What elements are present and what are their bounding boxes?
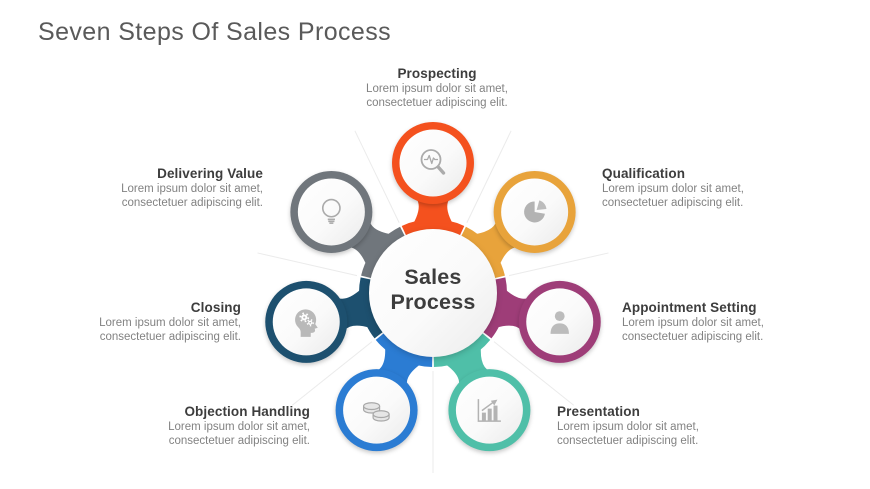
step-description: Lorem ipsum dolor sit amet, consectetuer… <box>168 421 310 447</box>
satellite-face <box>297 178 365 246</box>
step-description: Lorem ipsum dolor sit amet, consectetuer… <box>99 317 241 343</box>
step-title: Closing <box>190 300 241 315</box>
step-label-qualification: Qualification Lorem ipsum dolor sit amet… <box>602 166 782 210</box>
step-title: Appointment Setting <box>622 300 757 315</box>
sector-divider-line <box>466 130 512 223</box>
satellite-prospecting <box>392 122 474 244</box>
satellite-presentation <box>433 327 531 452</box>
step-description: Lorem ipsum dolor sit amet, consectetuer… <box>602 183 744 209</box>
step-description: Lorem ipsum dolor sit amet, consectetuer… <box>121 183 263 209</box>
satellite-face <box>399 129 467 197</box>
satellite-delivering-value <box>290 170 409 281</box>
step-description: Lorem ipsum dolor sit amet, consectetuer… <box>557 421 699 447</box>
step-description: Lorem ipsum dolor sit amet, consectetuer… <box>366 83 508 109</box>
page-title: Seven Steps Of Sales Process <box>38 18 392 46</box>
sector-divider-line <box>508 252 609 277</box>
center-hub-circle <box>369 229 497 357</box>
step-label-prospecting: Prospecting Lorem ipsum dolor sit amet, … <box>347 66 527 110</box>
step-title: Objection Handling <box>184 404 310 419</box>
step-label-closing: Closing Lorem ipsum dolor sit amet, cons… <box>61 300 241 344</box>
step-description: Lorem ipsum dolor sit amet, consectetuer… <box>622 317 764 343</box>
step-title: Qualification <box>602 166 686 181</box>
sector-divider-line <box>291 341 373 406</box>
center-hub-label: Sales Process <box>390 265 476 314</box>
step-label-objection-handling: Objection Handling Lorem ipsum dolor sit… <box>130 404 310 448</box>
sector-divider-line <box>354 130 400 223</box>
step-title: Presentation <box>557 404 640 419</box>
sector-divider-line <box>493 341 575 406</box>
step-title: Delivering Value <box>157 166 263 181</box>
sector-divider-line <box>257 252 358 277</box>
step-title: Prospecting <box>397 66 477 81</box>
step-label-presentation: Presentation Lorem ipsum dolor sit amet,… <box>557 404 737 448</box>
step-label-delivering-value: Delivering Value Lorem ipsum dolor sit a… <box>83 166 263 210</box>
satellite-qualification <box>457 170 576 281</box>
step-label-appointment-setting: Appointment Setting Lorem ipsum dolor si… <box>622 300 802 344</box>
satellite-closing <box>265 277 390 363</box>
satellite-face <box>526 288 594 356</box>
